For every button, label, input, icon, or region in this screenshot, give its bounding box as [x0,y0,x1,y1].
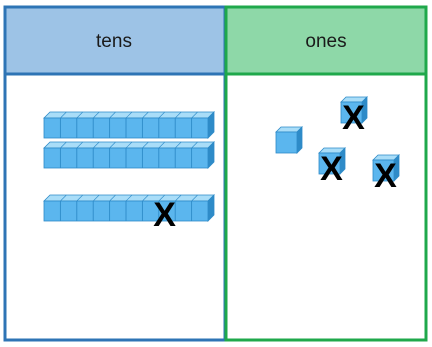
ones-cube [372,154,400,182]
ones-header-background [226,7,426,74]
tens-rod-cross-mark: X [153,196,176,234]
tens-header-label: tens [96,31,132,52]
ones-column-border [224,5,428,342]
ones-cube [340,96,368,124]
tens-header-background [4,7,225,74]
ones-cube-cross-mark: X [342,99,365,137]
ones-cube [275,126,303,154]
ones-header-label: ones [305,31,346,52]
ones-cube-cross-mark: X [320,150,343,188]
ones-cube-cross-mark: X [374,157,397,195]
tens-rod [43,194,215,222]
tens-rods: X [43,111,215,234]
tens-rod [43,111,215,139]
ones-cube [318,147,346,175]
tens-rod [43,141,215,169]
